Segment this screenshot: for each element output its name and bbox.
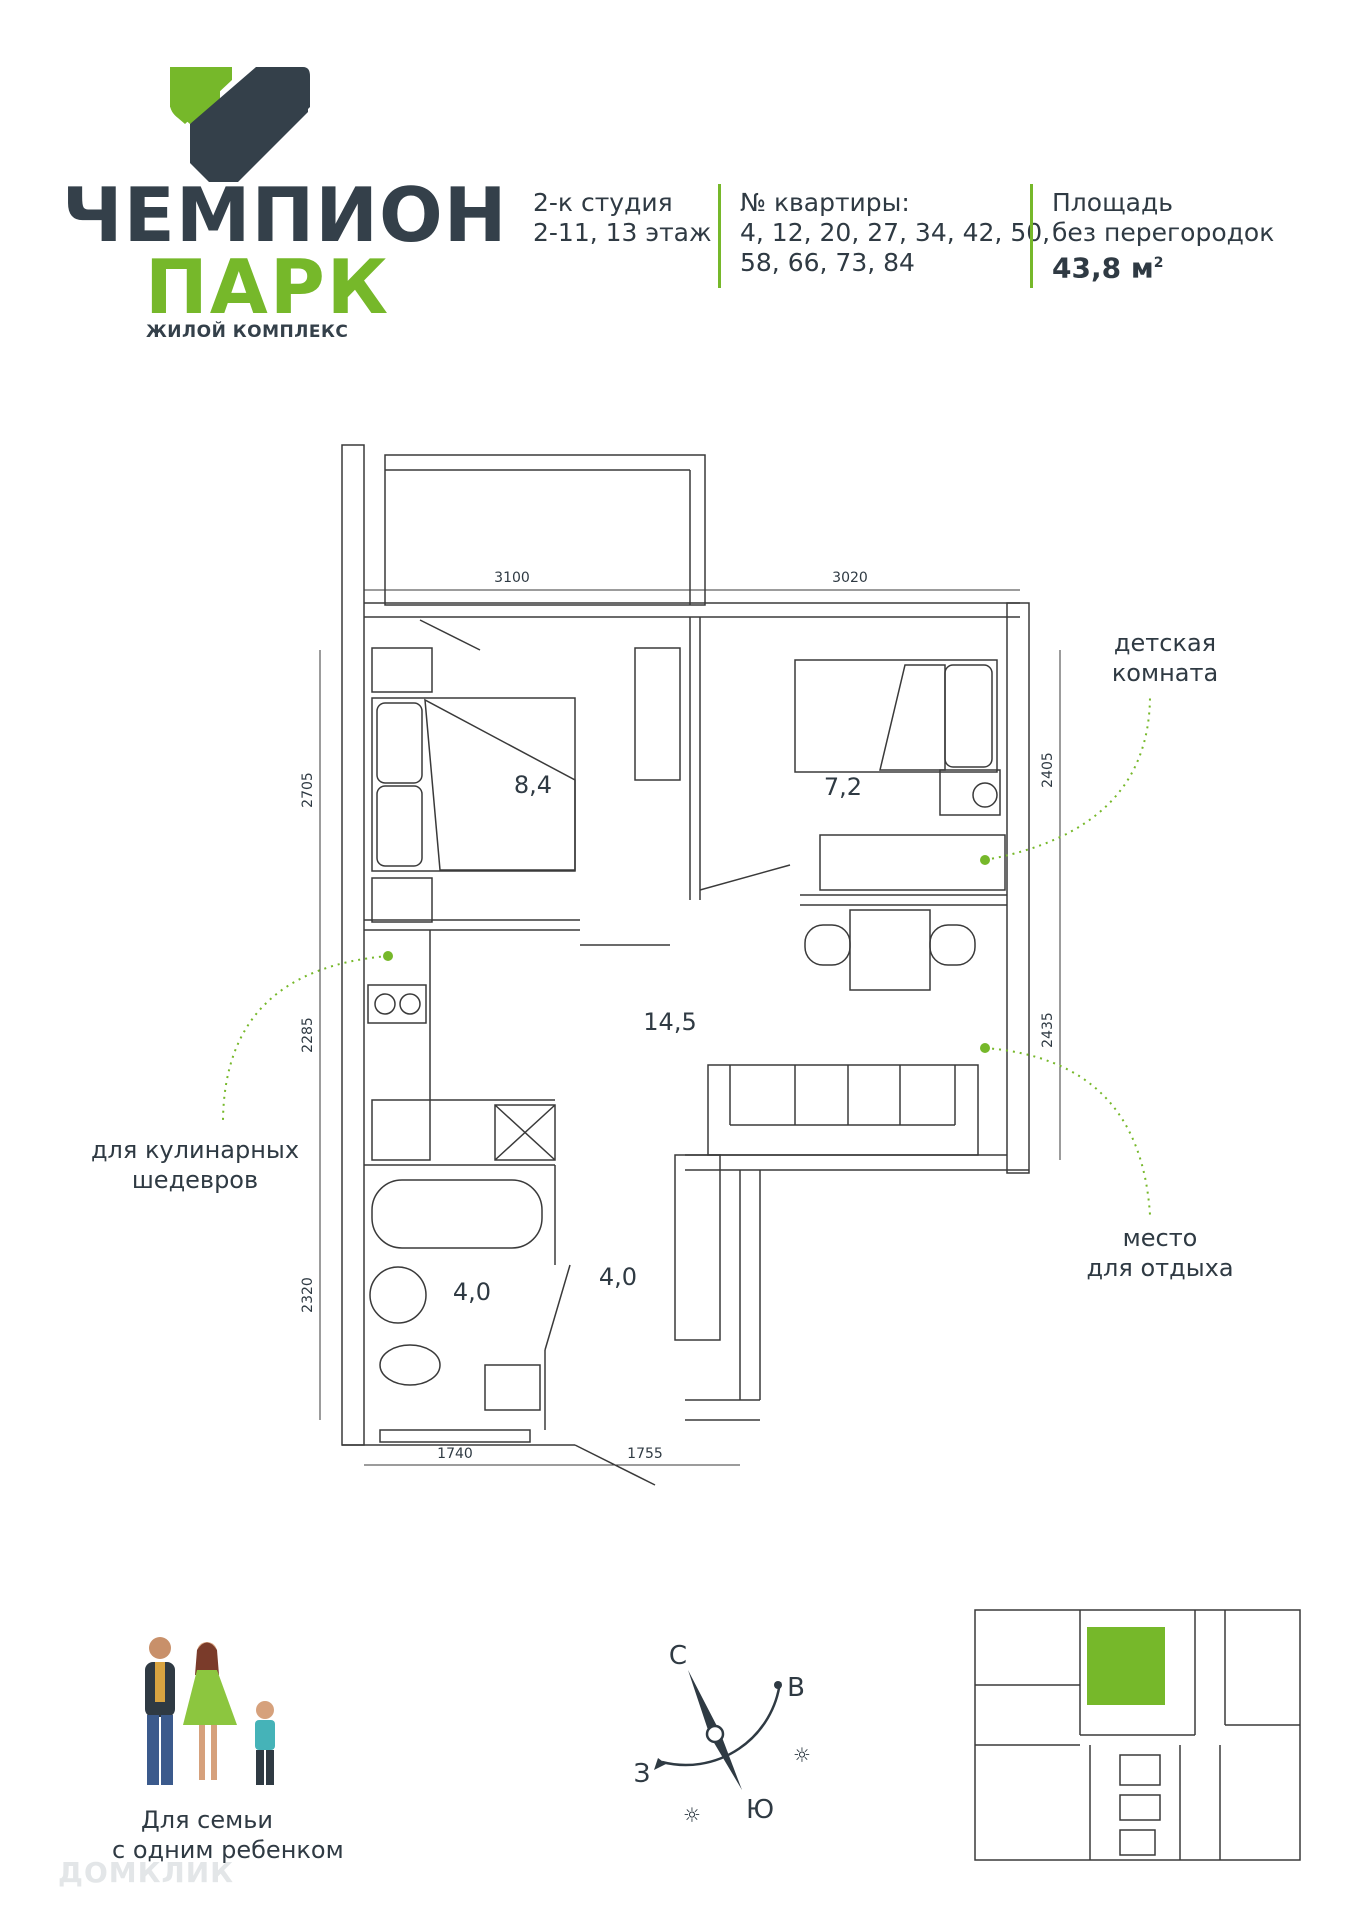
apartment-numbers-line: 58, 66, 73, 84	[740, 248, 915, 277]
compass-north: С	[669, 1641, 687, 1671]
callout-kitchen: для кулинарных шедевров	[85, 1135, 305, 1195]
area-block: Площадь без перегородок 43,8 м2	[1052, 188, 1274, 283]
compass-west: З	[634, 1759, 651, 1789]
callout-text: комната	[1111, 659, 1219, 687]
dimension-label: 3020	[832, 570, 868, 586]
apartment-numbers: № квартиры: 4, 12, 20, 27, 34, 42, 50, 5…	[740, 188, 1050, 278]
room-area-living: 14,5	[643, 1008, 696, 1036]
callout-text: место	[1122, 1224, 1198, 1252]
callout-rest: место для отдыха	[1075, 1223, 1245, 1283]
callout-kids: детская комната	[1100, 628, 1230, 688]
apartment-type: 2-к студия 2-11, 13 этаж	[533, 188, 712, 248]
callout-text: для отдыха	[1086, 1254, 1234, 1282]
area-sublabel: без перегородок	[1052, 218, 1275, 247]
dimension-label: 3100	[494, 570, 530, 586]
compass: С В З Ю ☼ ☼	[634, 1641, 811, 1827]
floor-plan: 3100 3020 2705 2285 2320 2405 2435 1740 …	[222, 444, 1151, 1486]
dimension-label: 2405	[1040, 752, 1056, 788]
callout-dot	[980, 855, 990, 865]
family-caption-line: с одним ребенком	[112, 1836, 344, 1864]
floor-key-plan	[974, 1609, 1301, 1861]
compass-needle-icon	[688, 1670, 720, 1736]
callout-line-rest	[984, 1047, 1151, 1216]
dimension-label: 1755	[627, 1446, 663, 1462]
sun-icon: ☼	[683, 1803, 701, 1827]
highlighted-apartment	[1087, 1627, 1165, 1705]
callout-line-kitchen	[222, 955, 389, 1121]
area-label: Площадь	[1052, 188, 1173, 217]
callout-dot	[383, 951, 393, 961]
apartment-numbers-line: 4, 12, 20, 27, 34, 42, 50,	[740, 218, 1051, 247]
area-value: 43,8 м2	[1052, 251, 1164, 285]
balcony	[384, 454, 706, 606]
dimension-label: 1740	[437, 1446, 473, 1462]
dimension-label: 2320	[300, 1277, 316, 1313]
family-illustration-icon	[145, 1637, 275, 1785]
callout-text: детская	[1113, 629, 1217, 657]
dimension-label: 2285	[300, 1017, 316, 1053]
room-area-bath: 4,0	[453, 1278, 491, 1306]
room-area-hall: 4,0	[599, 1263, 637, 1291]
compass-south: Ю	[746, 1795, 774, 1825]
brand-name-line2: ПАРК	[145, 243, 391, 331]
dimension-label: 2435	[1040, 1012, 1056, 1048]
apartment-floors-text: 2-11, 13 этаж	[533, 218, 712, 247]
callout-dot	[980, 1043, 990, 1053]
room-area-bedroom: 8,4	[514, 771, 552, 799]
dimension-label: 2705	[300, 772, 316, 808]
watermark: ДОМКЛИК	[58, 1856, 235, 1889]
callout-text: шедевров	[131, 1166, 259, 1194]
family-caption: Для семьи с одним ребенком	[112, 1805, 344, 1865]
brand-name-line1: ЧЕМПИОН	[62, 171, 508, 259]
divider	[1030, 184, 1033, 288]
apartment-numbers-label: № квартиры:	[740, 188, 910, 217]
logo-heart-icon	[170, 67, 310, 182]
apartment-type-text: 2-к студия	[533, 188, 673, 217]
compass-arc-icon	[661, 1681, 782, 1767]
divider	[718, 184, 721, 288]
compass-east: В	[787, 1673, 805, 1703]
family-caption-line: Для семьи	[141, 1806, 273, 1834]
brand-tagline: ЖИЛОЙ КОМПЛЕКС	[146, 322, 349, 342]
room-area-kids: 7,2	[824, 773, 862, 801]
callout-text: для кулинарных	[90, 1136, 300, 1164]
sun-icon: ☼	[793, 1743, 811, 1767]
callout-line-kids	[984, 694, 1151, 861]
